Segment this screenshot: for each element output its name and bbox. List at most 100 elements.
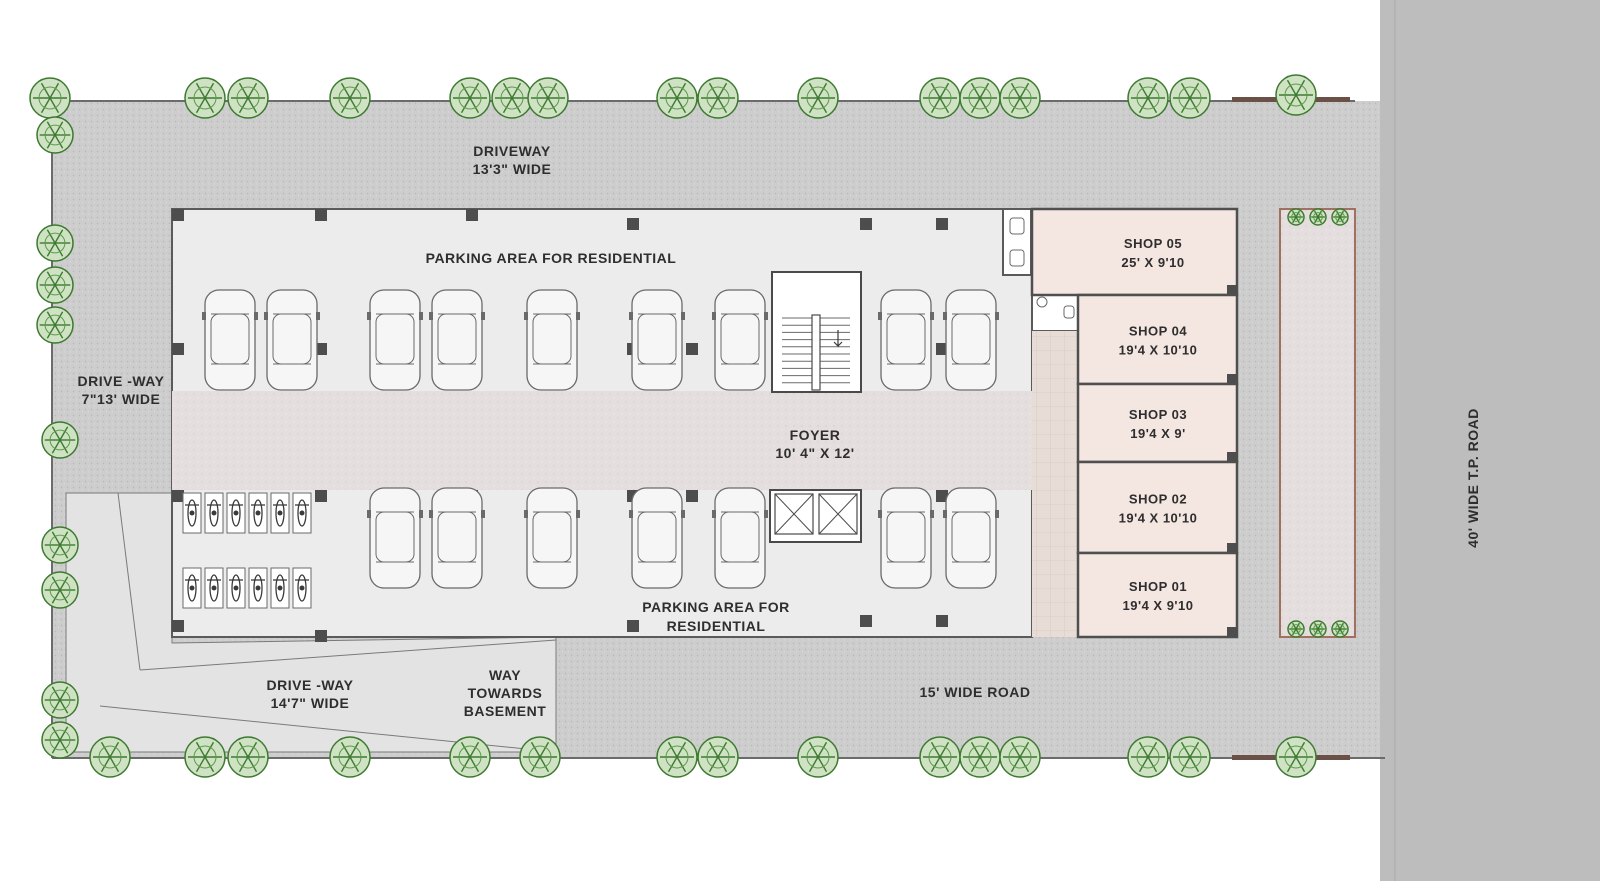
basement-label-1: WAY [489, 667, 521, 683]
basement-label-3: BASEMENT [464, 703, 547, 719]
tree-icon [329, 736, 371, 778]
parking-top-label: PARKING AREA FOR RESIDENTIAL [426, 250, 677, 266]
car-parking-bays [202, 289, 999, 589]
lift-2 [818, 493, 858, 535]
car-slot [524, 289, 580, 391]
trees [29, 74, 1349, 778]
tree-icon [36, 224, 74, 262]
column [686, 343, 698, 355]
column [172, 490, 184, 502]
foyer-label: FOYER [790, 427, 841, 443]
tree-icon [227, 736, 269, 778]
foyer-size: 10' 4" X 12' [775, 445, 854, 461]
bike-slot [182, 567, 202, 609]
tree-icon [697, 77, 739, 119]
car-slot [367, 289, 423, 391]
tree-icon [329, 77, 371, 119]
tree-icon [1127, 77, 1169, 119]
car-slot [878, 487, 934, 589]
shop-name: SHOP 01 [1129, 579, 1187, 594]
shop-name: SHOP 05 [1124, 236, 1182, 251]
tree-icon [1331, 208, 1349, 226]
tree-icon [656, 77, 698, 119]
driveway-left-width: 7"13' WIDE [82, 391, 161, 407]
bike-slot [204, 567, 224, 609]
tree-icon [797, 77, 839, 119]
bike-slot [270, 567, 290, 609]
tree-icon [919, 736, 961, 778]
tree-icon [959, 736, 1001, 778]
column [315, 209, 327, 221]
tree-icon [1169, 77, 1211, 119]
tree-icon [999, 736, 1041, 778]
garden-strip [1279, 208, 1356, 638]
tree-icon [36, 266, 74, 304]
shop-passage [1032, 331, 1078, 637]
car-slot [429, 289, 485, 391]
tree-icon [999, 77, 1041, 119]
tree-icon [89, 736, 131, 778]
car-slot [367, 487, 423, 589]
bike-slot [248, 567, 268, 609]
shop-size: 19'4 X 10'10 [1119, 511, 1198, 526]
column [936, 218, 948, 230]
column [172, 209, 184, 221]
tree-icon [184, 77, 226, 119]
tree-icon [449, 77, 491, 119]
tree-icon [1287, 208, 1305, 226]
tree-icon [41, 571, 79, 609]
column [172, 343, 184, 355]
structural-columns [172, 209, 948, 642]
column [315, 630, 327, 642]
tree-icon [41, 526, 79, 564]
tree-icon [1275, 74, 1317, 116]
parking-bottom-label-1: PARKING AREA FOR [642, 599, 789, 615]
car-slot [712, 487, 768, 589]
central-aisle [172, 391, 1032, 490]
road-bottom-label: 15' WIDE ROAD [920, 684, 1031, 700]
car-slot [429, 487, 485, 589]
parking-bottom-label-2: RESIDENTIAL [667, 618, 766, 634]
tree-icon [184, 736, 226, 778]
tree-icon [959, 77, 1001, 119]
tree-icon [797, 736, 839, 778]
car-slot [943, 289, 999, 391]
column [936, 343, 948, 355]
bike-slot [292, 567, 312, 609]
shop-name: SHOP 02 [1129, 492, 1187, 507]
toilet-fixture [1063, 305, 1075, 319]
bike-slot [270, 492, 290, 534]
shop-name: SHOP 04 [1129, 324, 1187, 339]
column [686, 490, 698, 502]
column [860, 615, 872, 627]
tree-icon [1287, 620, 1305, 638]
driveway-left-label: DRIVE -WAY [78, 373, 165, 389]
tree-icon [1169, 736, 1211, 778]
bike-slot [248, 492, 268, 534]
tree-icon [1127, 736, 1169, 778]
lift-1 [774, 493, 814, 535]
bike-slot [182, 492, 202, 534]
tree-icon [1331, 620, 1349, 638]
bike-slot [204, 492, 224, 534]
tree-icon [919, 77, 961, 119]
tree-icon [1309, 208, 1327, 226]
driveway-top-width: 13'3" WIDE [473, 161, 552, 177]
tree-icon [527, 77, 569, 119]
driveway-bottom-width: 14'7" WIDE [271, 695, 350, 711]
lift-core [769, 489, 862, 543]
tree-icon [36, 306, 74, 344]
shop-size: 19'4 X 9' [1130, 426, 1186, 441]
car-slot [264, 289, 320, 391]
car-slot [943, 487, 999, 589]
car-slot [629, 289, 685, 391]
column [860, 218, 872, 230]
column [466, 209, 478, 221]
